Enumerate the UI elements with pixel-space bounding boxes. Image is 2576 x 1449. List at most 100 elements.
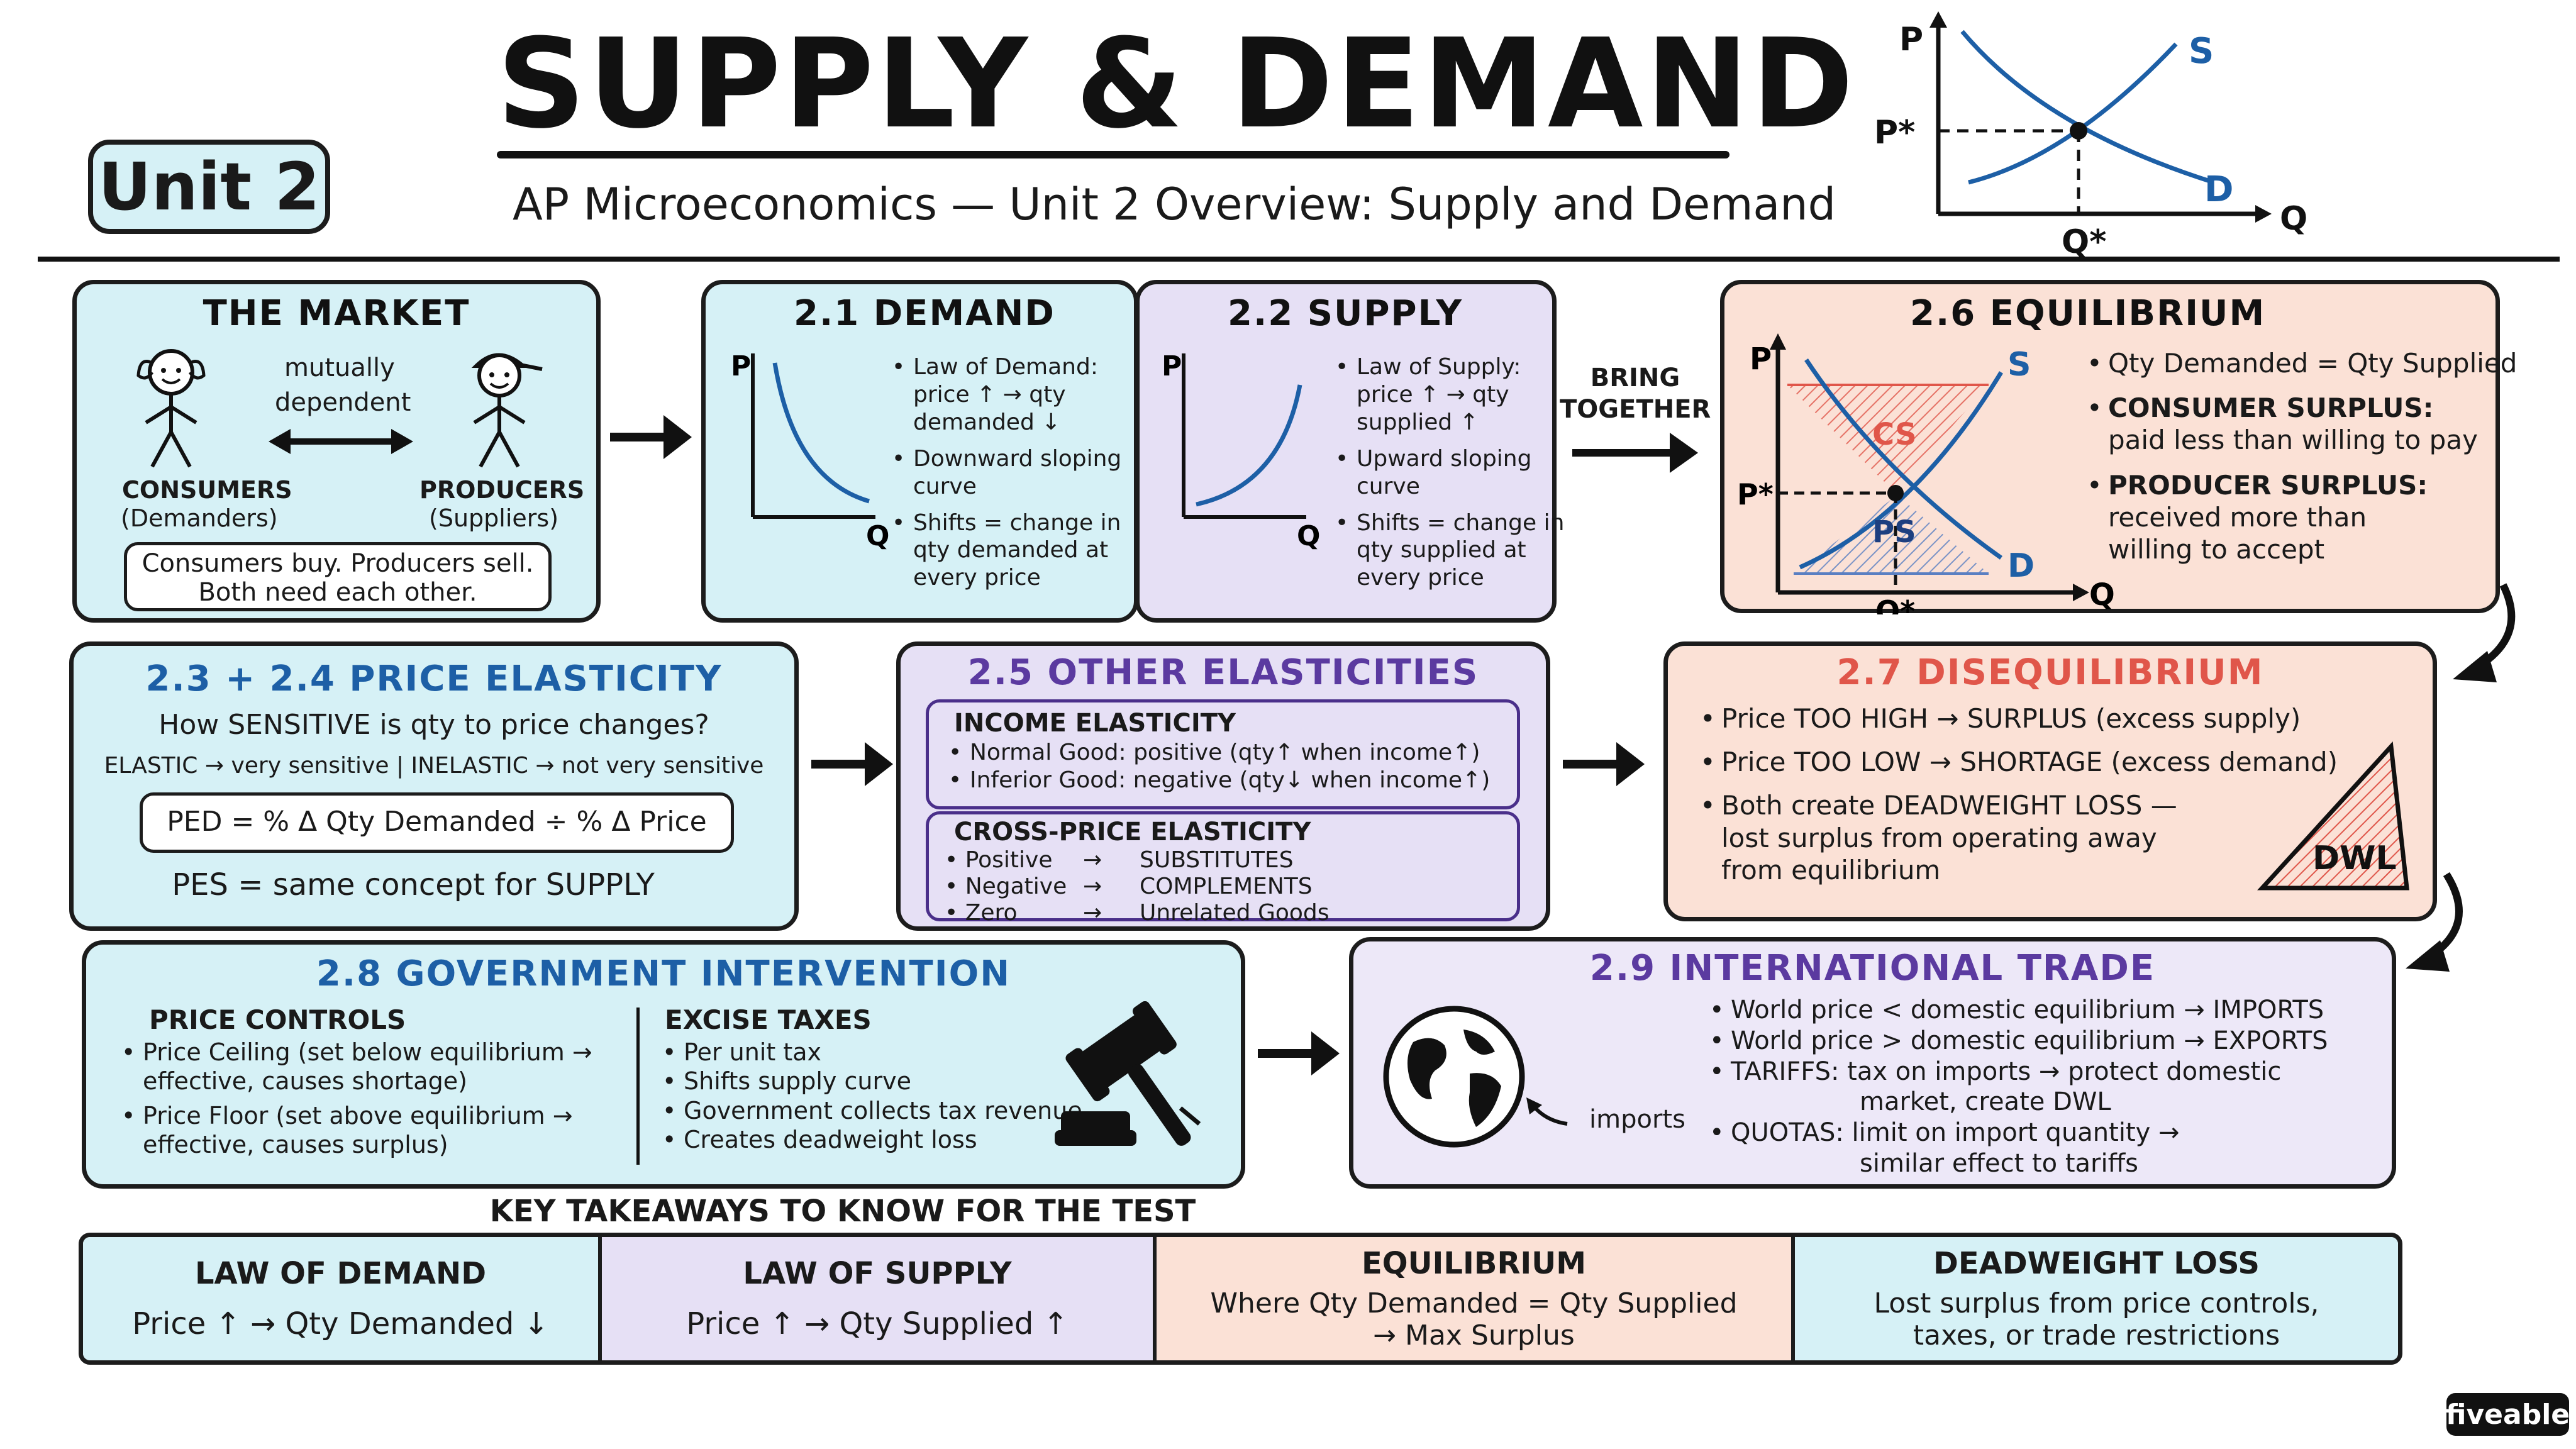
cross-item-zero-value: Unrelated Goods — [1140, 900, 1330, 926]
supply-title: 2.2 SUPPLY — [1228, 293, 1463, 334]
trade-title: 2.9 INTERNATIONAL TRADE — [1589, 948, 2156, 989]
gavel-icon — [1055, 1001, 1201, 1146]
takeaway-line: → Max Surplus — [1373, 1319, 1575, 1352]
bring-together-line2: TOGETHER — [1560, 395, 1711, 424]
subtitle: AP Microeconomics — Unit 2 Overview: Sup… — [513, 179, 1836, 230]
demand-graph-q: Q — [866, 520, 889, 552]
arrow-right-icon — [1258, 1031, 1340, 1075]
eq-graph-d: D — [2007, 547, 2035, 585]
cross-price-elasticity-box: CROSS-PRICE ELASTICITY • Positive → SUBS… — [926, 811, 1520, 926]
elasticity-question: How SENSITIVE is qty to price changes? — [158, 709, 709, 741]
mutual-label-2: dependent — [275, 388, 411, 417]
globe-icon — [1383, 1006, 1525, 1148]
tax-item-1: Per unit tax — [658, 1038, 1082, 1067]
eq-bullet-2: CONSUMER SURPLUS:paid less than willing … — [2083, 392, 2517, 456]
cross-item-zero-arrow: → — [1083, 900, 1102, 926]
government-title: 2.8 GOVERNMENT INTERVENTION — [316, 953, 1011, 994]
takeaway-equilibrium: EQUILIBRIUM Where Qty Demanded = Qty Sup… — [1157, 1237, 1795, 1360]
cross-item-negative: • Negative — [945, 874, 1067, 899]
header-graph-s-label: S — [2189, 31, 2214, 72]
excise-taxes-list: Per unit tax Shifts supply curve Governm… — [658, 1038, 1082, 1155]
producers-sublabel: (Suppliers) — [429, 504, 559, 532]
income-elasticity-title: INCOME ELASTICITY — [954, 709, 1236, 738]
takeaway-line: Price ↑ → Qty Supplied ↑ — [686, 1306, 1069, 1341]
price-ceiling-item: Price Ceiling (set below equilibrium →ef… — [118, 1038, 592, 1096]
header-graph-d-label: D — [2204, 169, 2233, 210]
takeaway-line: taxes, or trade restrictions — [1913, 1319, 2280, 1352]
demand-curve-graph: P Q — [731, 350, 889, 552]
price-controls-title: PRICE CONTROLS — [149, 1004, 406, 1035]
income-item-normal: Normal Good: positive (qty↑ when income↑… — [945, 739, 1490, 767]
producer-stick-figure-icon — [471, 353, 543, 468]
excise-taxes-title: EXCISE TAXES — [665, 1004, 872, 1035]
bring-together-line1: BRING — [1590, 364, 1680, 392]
cross-item-negative-arrow: → — [1083, 874, 1102, 899]
disequilibrium-title: 2.7 DISEQUILIBRIUM — [1836, 652, 2264, 693]
cross-item-positive-arrow: → — [1083, 847, 1102, 873]
diseq-bullet-1: Price TOO HIGH → SURPLUS (excess supply) — [1696, 702, 2338, 735]
arrow-right-icon — [1563, 742, 1645, 786]
cross-item-negative-value: COMPLEMENTS — [1140, 874, 1313, 899]
eq-graph-ps: PS — [1872, 514, 1916, 550]
header-graph-q-label: Q — [2280, 200, 2307, 238]
eq-bullet-1: Qty Demanded = Qty Supplied — [2083, 347, 2517, 379]
dwl-label: DWL — [2312, 840, 2397, 877]
dwl-triangle-icon: DWL — [2257, 741, 2409, 891]
double-arrow-icon — [269, 429, 413, 454]
consumers-sublabel: (Demanders) — [121, 504, 278, 532]
equilibrium-graph: P P* Q* Q S D CS PS — [1737, 333, 2114, 614]
tax-item-4: Creates deadweight loss — [658, 1125, 1082, 1155]
takeaway-law-of-demand: LAW OF DEMAND Price ↑ → Qty Demanded ↓ — [83, 1237, 602, 1360]
market-note-line2: Both need each other. — [198, 578, 477, 607]
takeaways-bar: LAW OF DEMAND Price ↑ → Qty Demanded ↓ L… — [79, 1233, 2402, 1365]
imports-arrow-icon — [1526, 1097, 1568, 1126]
cross-price-title: CROSS-PRICE ELASTICITY — [954, 818, 1311, 847]
eq-bullet-3: PRODUCER SURPLUS:received more thanwilli… — [2083, 469, 2517, 566]
title-underline — [497, 151, 1729, 158]
tax-item-2: Shifts supply curve — [658, 1067, 1082, 1096]
takeaway-title: LAW OF SUPPLY — [743, 1256, 1012, 1291]
disequilibrium-panel: 2.7 DISEQUILIBRIUM Price TOO HIGH → SURP… — [1663, 641, 2437, 921]
takeaway-deadweight-loss: DEADWEIGHT LOSS Lost surplus from price … — [1795, 1237, 2398, 1360]
fiveable-logo: fiveable — [2446, 1393, 2570, 1436]
income-item-inferior: Inferior Good: negative (qty↓ when incom… — [945, 767, 1490, 794]
demand-panel: 2.1 DEMAND P Q Law of Demand:price ↑ → q… — [701, 280, 1138, 623]
eq-graph-pstar: P* — [1737, 477, 1774, 511]
mutual-label-1: mutually — [284, 353, 395, 382]
trade-bullet-4: QUOTAS: limit on import quantity →simila… — [1706, 1118, 2328, 1179]
arrow-right-icon — [610, 415, 692, 459]
ped-formula-box: PED = % Δ Qty Demanded ÷ % Δ Price — [140, 792, 734, 853]
cross-item-zero: • Zero — [945, 900, 1018, 926]
other-elasticities-title: 2.5 OTHER ELASTICITIES — [967, 652, 1479, 693]
column-divider — [636, 1008, 640, 1165]
price-controls-list: Price Ceiling (set below equilibrium →ef… — [118, 1038, 592, 1159]
eq-graph-q: Q — [2089, 577, 2114, 613]
income-elasticity-items: Normal Good: positive (qty↑ when income↑… — [945, 739, 1490, 794]
header-divider — [38, 257, 2560, 262]
takeaway-law-of-supply: LAW OF SUPPLY Price ↑ → Qty Supplied ↑ — [602, 1237, 1157, 1360]
cross-item-positive: • Positive — [945, 847, 1053, 873]
price-elasticity-panel: 2.3 + 2.4 PRICE ELASTICITY How SENSITIVE… — [69, 641, 799, 931]
trade-bullet-3: TARIFFS: tax on imports → protect domest… — [1706, 1057, 2328, 1118]
eq-graph-qstar: Q* — [1875, 594, 1915, 614]
income-elasticity-box: INCOME ELASTICITY Normal Good: positive … — [926, 699, 1520, 809]
diseq-bullet-3: Both create DEADWEIGHT LOSS —lost surplu… — [1696, 789, 2338, 886]
takeaway-title: LAW OF DEMAND — [194, 1256, 487, 1291]
diseq-bullet-2: Price TOO LOW → SHORTAGE (excess demand) — [1696, 746, 2338, 778]
eq-graph-cs: CS — [1872, 417, 1917, 452]
curved-arrow-down-icon — [2453, 583, 2516, 682]
trade-bullets: World price < domestic equilibrium → IMP… — [1706, 995, 2328, 1179]
bring-together-arrow-icon — [1572, 433, 1698, 473]
elastic-inelastic-line: ELASTIC → very sensitive | INELASTIC → n… — [104, 753, 764, 779]
disequilibrium-bullets: Price TOO HIGH → SURPLUS (excess supply)… — [1696, 702, 2338, 886]
pes-line: PES = same concept for SUPPLY — [172, 867, 655, 902]
supply-graph-q: Q — [1297, 520, 1320, 552]
other-elasticities-panel: 2.5 OTHER ELASTICITIES INCOME ELASTICITY… — [896, 641, 1550, 931]
takeaway-title: EQUILIBRIUM — [1361, 1246, 1587, 1281]
takeaway-title: DEADWEIGHT LOSS — [1933, 1246, 2260, 1281]
producers-label: PRODUCERS — [419, 476, 585, 504]
